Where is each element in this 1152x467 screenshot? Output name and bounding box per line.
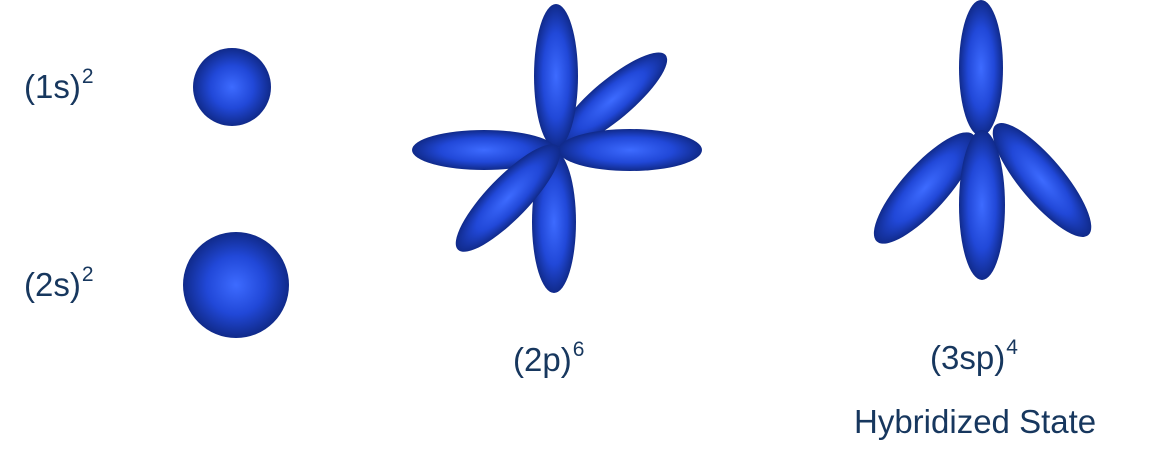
orbital-3sp-label: (3sp)4 bbox=[930, 337, 1018, 376]
orbital-1s-label-superscript: 2 bbox=[81, 65, 94, 88]
orbital-3sp-lobe-bottom bbox=[959, 130, 1005, 280]
orbital-2s-label-superscript: 2 bbox=[81, 263, 94, 286]
orbital-1s-sphere bbox=[193, 48, 271, 126]
orbital-3sp-group bbox=[873, 0, 1092, 280]
hybridized-state-caption: Hybridized State bbox=[854, 403, 1097, 440]
orbital-1s-label-base: (1s) bbox=[24, 68, 81, 105]
orbital-1s-label: (1s)2 bbox=[24, 66, 94, 105]
orbital-2p-label-superscript: 6 bbox=[572, 338, 585, 361]
orbital-3sp-label-base: (3sp) bbox=[930, 339, 1006, 376]
orbital-2p-lobe-right bbox=[558, 129, 702, 171]
orbital-2p-lobe-lower-left bbox=[455, 144, 561, 252]
orbital-3sp-lobe-left bbox=[873, 132, 977, 244]
orbital-2s-label: (2s)2 bbox=[24, 264, 94, 303]
orbital-2p-label-base: (2p) bbox=[513, 341, 572, 378]
orbital-3sp-label-superscript: 4 bbox=[1006, 336, 1018, 359]
orbital-2p-label: (2p)6 bbox=[513, 339, 584, 378]
orbital-2s-sphere bbox=[183, 232, 289, 338]
orbital-2p-lobe-upper-right bbox=[556, 52, 668, 148]
orbital-2s-label-base: (2s) bbox=[24, 266, 81, 303]
orbital-2p-group bbox=[412, 4, 702, 293]
orbital-2p-lobe-top bbox=[534, 4, 578, 148]
orbital-3sp-lobe-top bbox=[959, 0, 1003, 136]
orbital-3sp-lobe-right bbox=[992, 123, 1092, 237]
